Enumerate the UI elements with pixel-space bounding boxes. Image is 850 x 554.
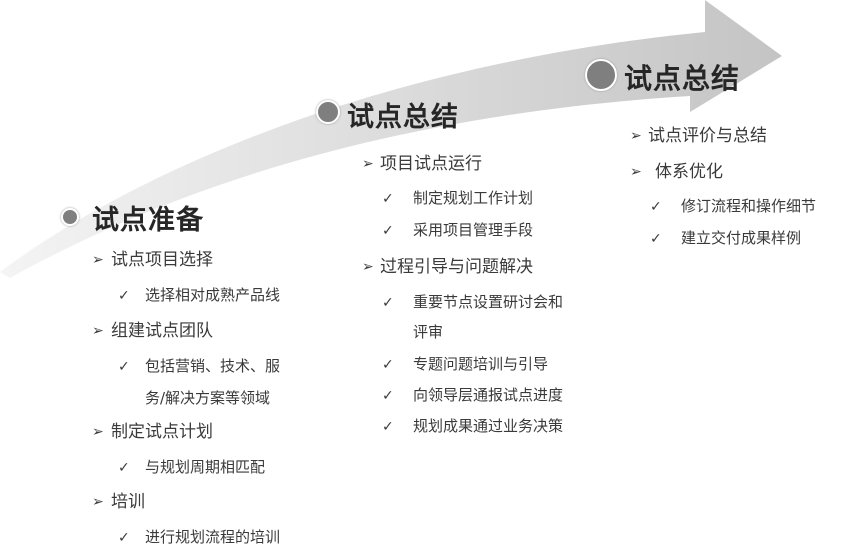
stage-2-subitem: 向领导层通报试点进度 <box>413 386 564 404</box>
stage-2-subitem: 重要节点设置研讨会和 <box>413 293 564 311</box>
check-icon: ✓ <box>382 223 394 239</box>
stage-3-subitem: 修订流程和操作细节 <box>681 197 817 215</box>
arrow-bullet-icon: ➢ <box>630 128 642 144</box>
arrow-bullet-icon: ➢ <box>92 494 104 510</box>
stage-2-item: 项目试点运行 <box>380 154 482 174</box>
stage-1-item: 试点项目选择 <box>111 250 213 270</box>
stage-3-dot <box>585 59 617 91</box>
arrow-bullet-icon: ➢ <box>362 259 374 275</box>
stage-1-dot <box>61 208 79 226</box>
stage-1-item: 制定试点计划 <box>111 422 213 442</box>
stage-2-subitem: 制定规划工作计划 <box>413 189 534 207</box>
check-icon: ✓ <box>382 388 394 404</box>
stage-3-item: 体系优化 <box>655 162 723 182</box>
check-icon: ✓ <box>382 357 394 373</box>
stage-1-subitem: 务/解决方案等领域 <box>145 389 271 407</box>
arrow-bullet-icon: ➢ <box>92 424 104 440</box>
stage-1-item: 培训 <box>111 492 145 512</box>
check-icon: ✓ <box>118 359 130 375</box>
stage-2-subitem: 评审 <box>413 323 444 341</box>
stage-1-item: 组建试点团队 <box>111 321 213 341</box>
stage-1-subitem: 包括营销、技术、服 <box>145 357 281 375</box>
check-icon: ✓ <box>118 530 130 546</box>
check-icon: ✓ <box>118 460 130 476</box>
check-icon: ✓ <box>382 419 394 435</box>
stage-1-subitem: 与规划周期相匹配 <box>145 458 266 476</box>
arrow-bullet-icon: ➢ <box>92 323 104 339</box>
stage-1-subitem: 进行规划流程的培训 <box>145 528 281 546</box>
stage-2-subitem: 采用项目管理手段 <box>413 221 534 239</box>
check-icon: ✓ <box>382 295 394 311</box>
stage-2-dot <box>316 100 340 124</box>
check-icon: ✓ <box>650 199 662 215</box>
check-icon: ✓ <box>382 191 394 207</box>
arrow-bullet-icon: ➢ <box>630 164 642 180</box>
check-icon: ✓ <box>118 288 130 304</box>
check-icon: ✓ <box>650 231 662 247</box>
stage-2-subitem: 专题问题培训与引导 <box>413 355 549 373</box>
stage-3-subitem: 建立交付成果样例 <box>681 229 802 247</box>
arrow-bullet-icon: ➢ <box>92 252 104 268</box>
stage-1-subitem: 选择相对成熟产品线 <box>145 286 281 304</box>
stage-2-title: 试点总结 <box>347 102 459 133</box>
stage-3-item: 试点评价与总结 <box>648 126 767 146</box>
stage-3-title: 试点总结 <box>624 62 741 95</box>
stage-2-subitem: 规划成果通过业务决策 <box>413 417 564 435</box>
stage-2-item: 过程引导与问题解决 <box>380 257 533 277</box>
stage-1-title: 试点准备 <box>92 205 204 236</box>
arrow-bullet-icon: ➢ <box>362 156 374 172</box>
